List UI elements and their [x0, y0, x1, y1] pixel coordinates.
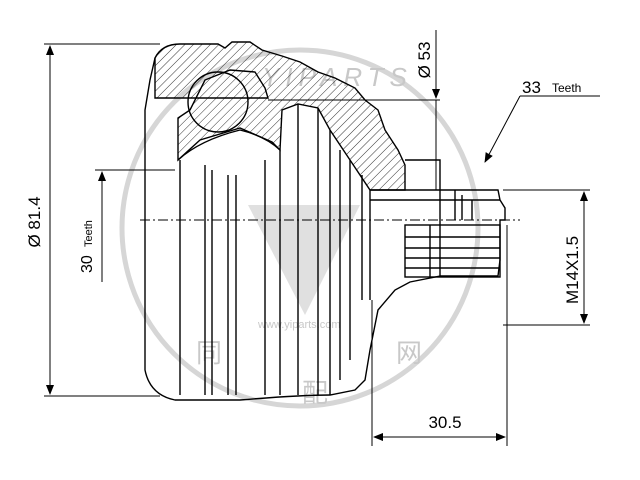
watermark-cjk-1: 同: [196, 338, 222, 368]
length-dimension: [371, 225, 508, 446]
hatched-section: [154, 41, 406, 191]
watermark: YIPARTS www.yiparts.com 同 配 网: [119, 47, 481, 409]
thread-dimension: [503, 189, 590, 326]
inner-diameter-dimension: [268, 30, 440, 190]
inner-teeth-count: 30: [79, 255, 96, 273]
watermark-ring: [119, 47, 481, 409]
outer-teeth-leader: [484, 95, 600, 163]
ball: [187, 71, 249, 133]
watermark-cjk-3: 网: [396, 338, 422, 368]
outer-teeth-count: 33: [522, 78, 541, 97]
threaded-end: [404, 224, 501, 278]
inner-teeth-label-group: 30 Teeth: [79, 220, 96, 273]
joint-body: [144, 41, 506, 401]
watermark-url: www.yiparts.com: [257, 319, 341, 331]
outer-diameter-label: Ø 81.4: [25, 196, 44, 247]
inner-teeth-dimension: [95, 169, 175, 282]
watermark-v-logo: [248, 205, 360, 315]
spline-shaft: [370, 189, 506, 277]
thread-label: M14X1.5: [563, 236, 582, 304]
cup-outline: [144, 57, 441, 401]
length-label: 30.5: [428, 413, 461, 432]
inner-race: [177, 129, 281, 395]
watermark-cjk-2: 配: [302, 378, 328, 408]
outer-teeth-word: Teeth: [552, 81, 581, 95]
outer-diameter-dimension: [44, 43, 160, 397]
inner-teeth-word: Teeth: [83, 220, 95, 247]
inner-diameter-label: Ø 53: [415, 42, 434, 79]
